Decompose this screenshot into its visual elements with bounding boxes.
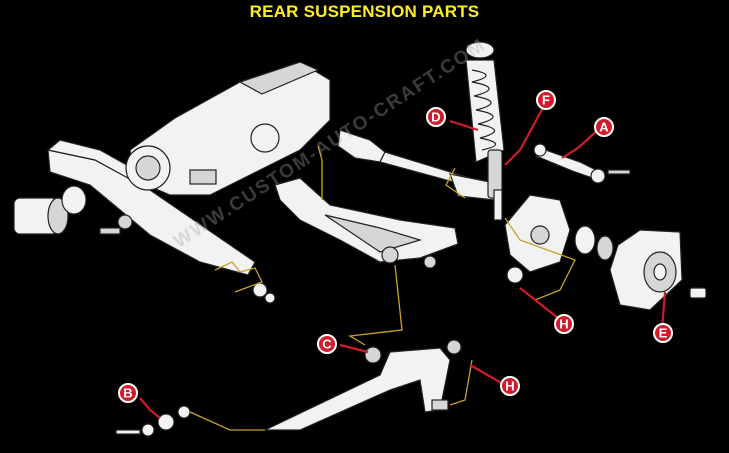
callout-f: F: [536, 90, 556, 110]
brake-disc-part: [609, 229, 683, 311]
hub-bearing-part: [574, 225, 614, 261]
callout-b: B: [118, 383, 138, 403]
callout-a: A: [594, 117, 614, 137]
callout-a-label: A: [599, 120, 609, 135]
arm-bolt-bushing-part: [115, 405, 191, 437]
callout-c: C: [317, 334, 337, 354]
callout-h-upper-label: H: [559, 317, 568, 332]
cv-axle-part: [337, 129, 496, 201]
page-title: REAR SUSPENSION PARTS: [249, 2, 480, 21]
callout-c-label: C: [322, 337, 332, 352]
callout-f-label: F: [542, 93, 550, 108]
hub-bolt-part: [689, 287, 707, 299]
upper-control-arm-part: [274, 177, 459, 269]
differential-part: [125, 61, 331, 196]
subframe-mount-part: [252, 282, 276, 304]
callout-pointers: [139, 103, 667, 419]
toe-link-part: [533, 143, 631, 184]
drive-flange-part: [13, 185, 87, 235]
leader-lines: [189, 145, 576, 431]
callout-e: E: [653, 323, 673, 343]
callout-d: D: [426, 107, 446, 127]
shock-absorber-part: [487, 149, 503, 221]
callout-d-label: D: [431, 110, 440, 125]
callout-h-lower-label: H: [505, 379, 514, 394]
callout-b-label: B: [123, 386, 132, 401]
callout-h-lower: H: [500, 376, 520, 396]
callout-h-upper: H: [554, 314, 574, 334]
knuckle-part: [504, 194, 571, 284]
callout-e-label: E: [659, 326, 668, 341]
lower-control-arm-part: [264, 339, 462, 431]
coil-spring-part: [465, 41, 505, 163]
